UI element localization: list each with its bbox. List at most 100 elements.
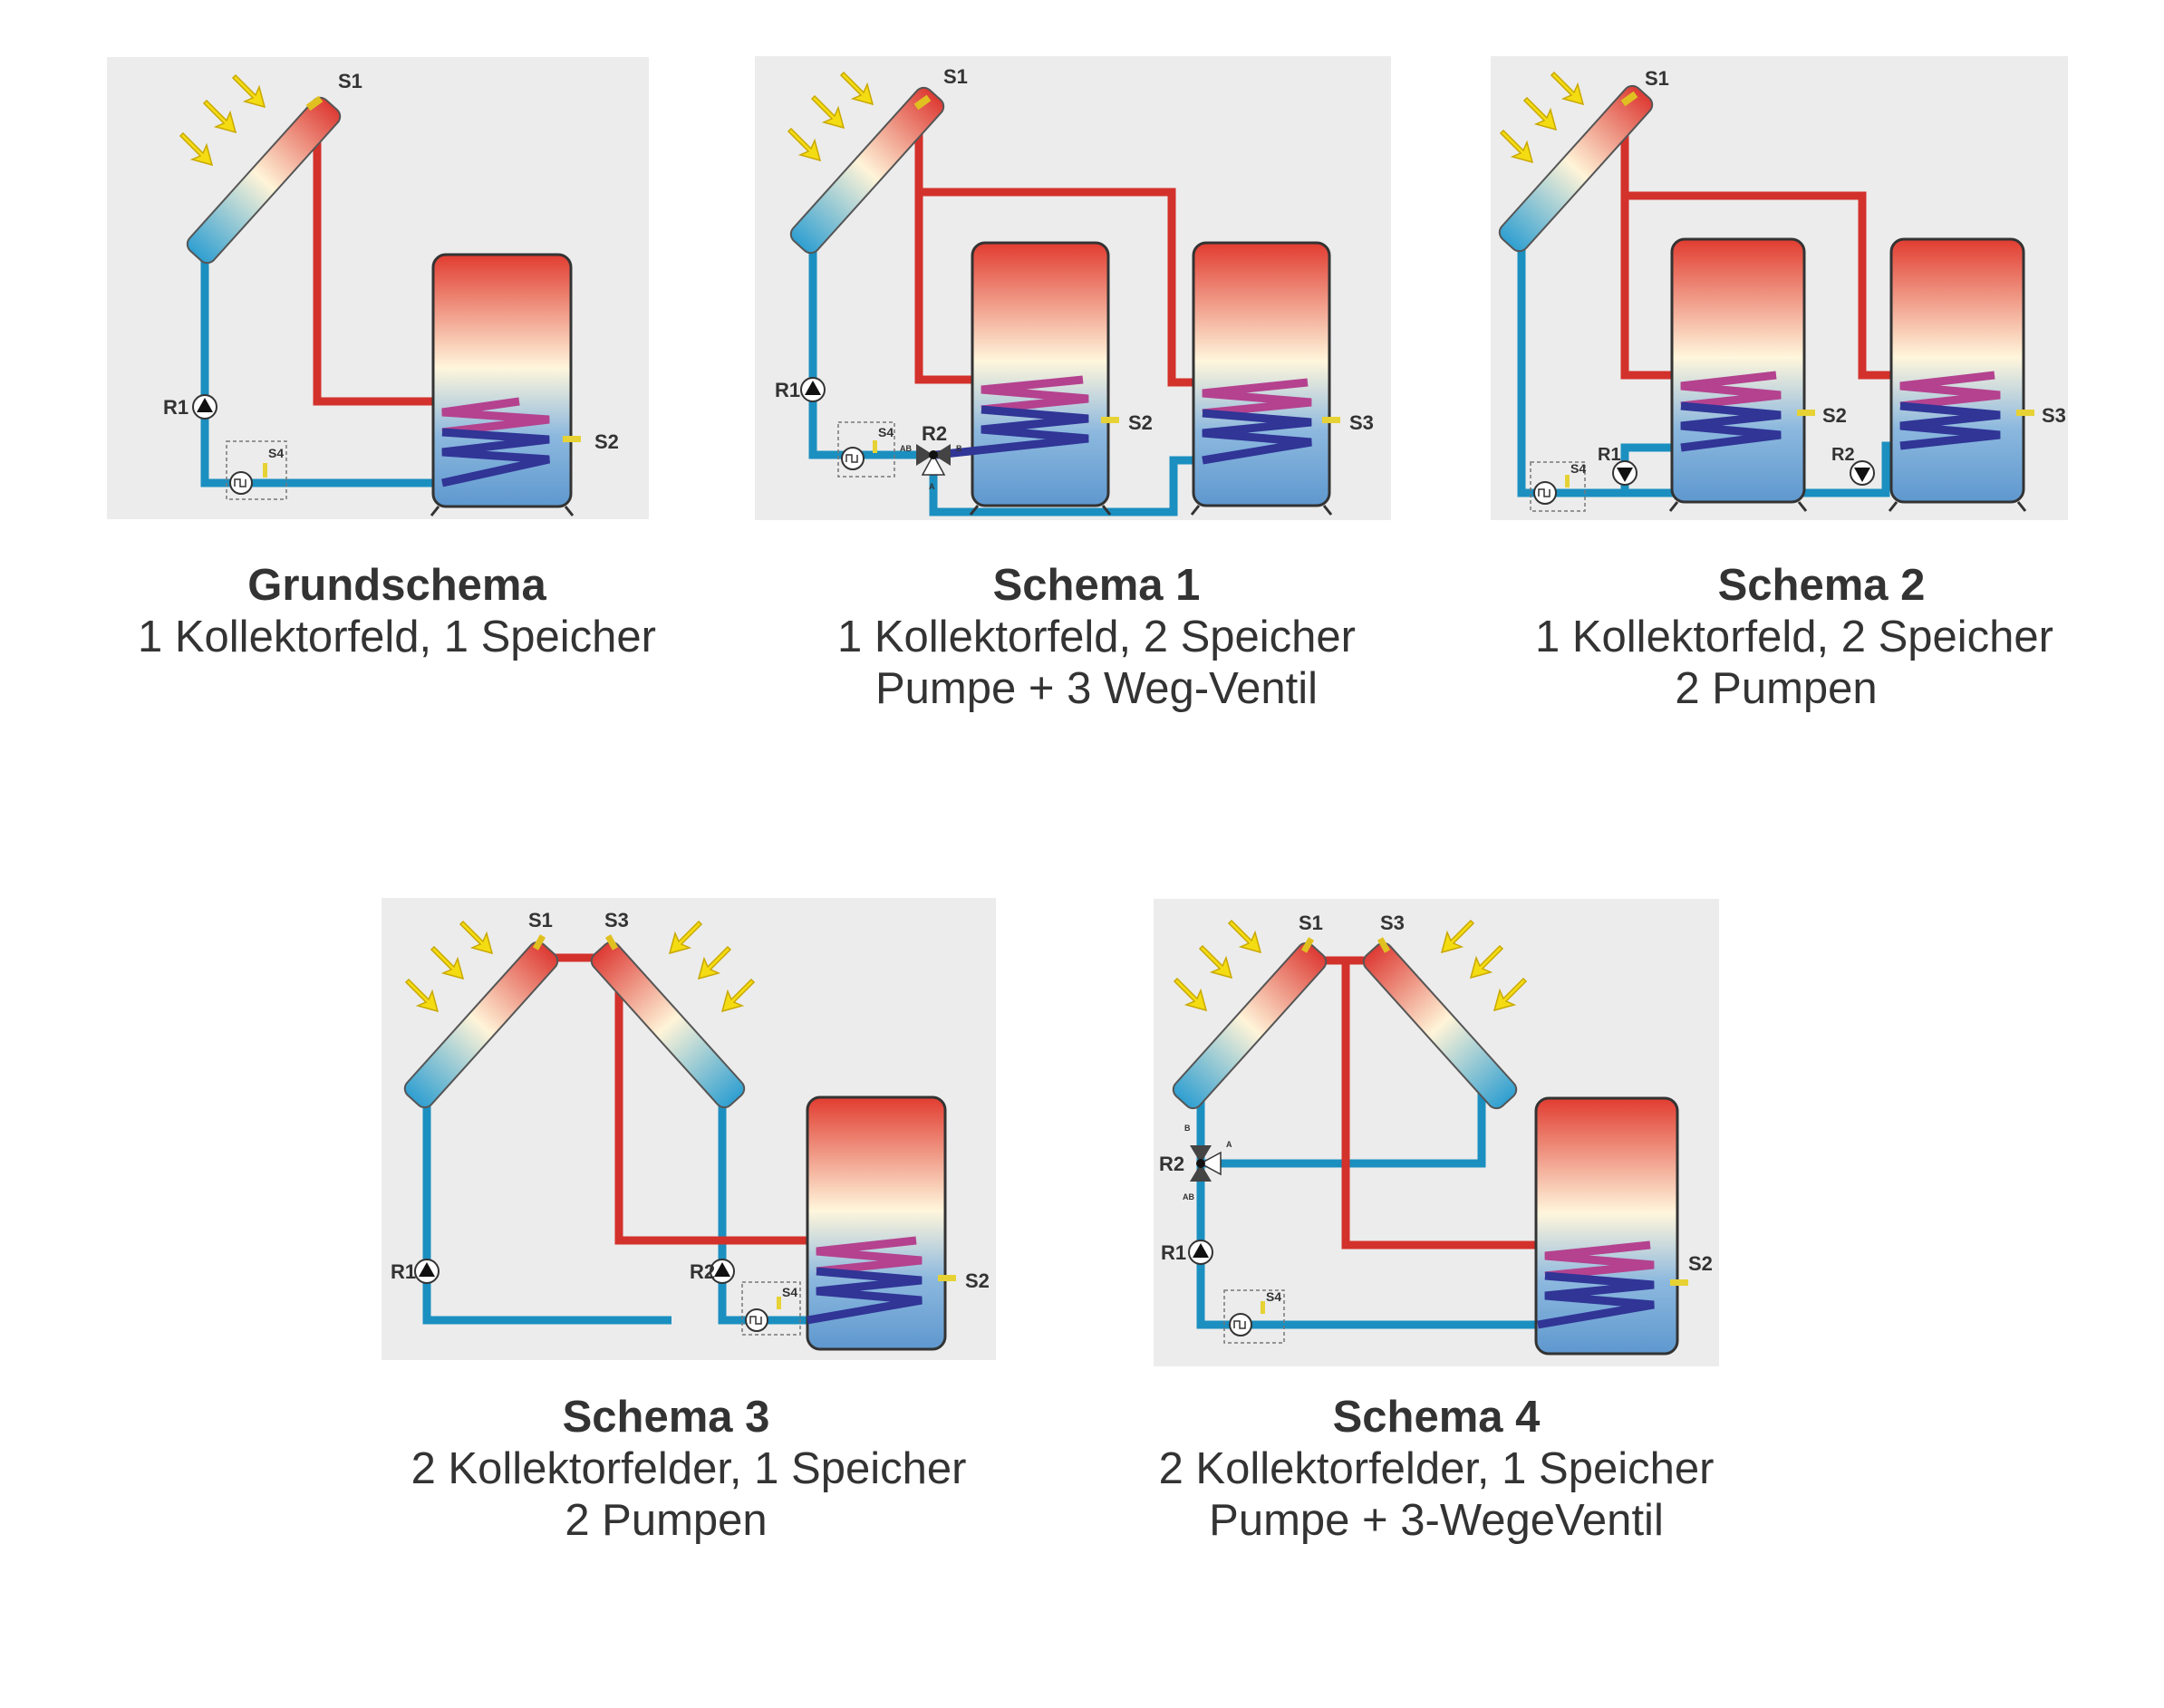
diagram-grundschema: S1 S2 R1 S4 <box>107 57 649 519</box>
caption-schema-1: Schema 1 1 Kollektorfeld, 2 Speicher Pum… <box>770 560 1423 715</box>
diagram-schema-3: S1 S3 S2 R1 R2 S4 <box>382 898 996 1360</box>
label-s3: S3 <box>1380 912 1405 934</box>
hot-pipe <box>537 953 916 1245</box>
sensor-s4-icon <box>1261 1301 1265 1314</box>
sensor-s2-icon <box>1101 417 1119 423</box>
cold-pipe-collector-2 <box>1201 1091 1486 1168</box>
caption-schema-3: Schema 3 2 Kollektorfelder, 1 Speicher 2… <box>362 1392 1015 1547</box>
sun-arrows-right-icon <box>668 920 756 1013</box>
sensor-s1-icon <box>305 95 324 111</box>
pump-r1-icon <box>1612 460 1637 486</box>
label-b: B <box>1184 1124 1191 1133</box>
sensor-s2-icon <box>938 1275 956 1281</box>
storage-tank-1 <box>1668 237 1808 512</box>
sensor-s4-icon <box>777 1297 781 1309</box>
label-s3: S3 <box>2042 404 2066 427</box>
schema-title: Schema 1 <box>992 561 1201 610</box>
cold-pipe <box>808 239 927 459</box>
sensor-s1-icon <box>532 934 546 950</box>
solar-collector-1 <box>1172 941 1328 1110</box>
pump-r1-icon <box>192 394 217 420</box>
sensor-s4-icon <box>873 440 877 453</box>
heat-exchanger-coil-2 <box>1899 371 2001 450</box>
cold-pipe-store-2 <box>929 456 1203 516</box>
label-s4: S4 <box>782 1285 797 1299</box>
controller-icon <box>841 447 865 470</box>
label-a: A <box>1226 1140 1232 1149</box>
label-s4: S4 <box>1266 1289 1281 1304</box>
label-ab: AB <box>900 444 912 453</box>
label-s2: S2 <box>1822 404 1847 427</box>
solar-collector-2 <box>1362 941 1518 1110</box>
pump-r1-icon <box>800 377 826 402</box>
caption-grundschema: Grundschema 1 Kollektorfeld, 1 Speicher <box>98 560 696 663</box>
controller-box <box>1223 1289 1285 1344</box>
sensor-s1-icon <box>913 94 932 111</box>
heat-exchanger-coil <box>1537 1240 1655 1329</box>
solar-collector-2 <box>590 941 746 1109</box>
schema-description-2: Pumpe + 3-WegeVentil <box>1209 1496 1664 1545</box>
sensor-s2-icon <box>563 436 581 442</box>
label-s2: S2 <box>594 430 619 453</box>
heat-exchanger-coil <box>441 397 550 487</box>
sun-arrows-icon <box>787 71 874 162</box>
sensor-s3-icon <box>1377 937 1391 953</box>
label-r2: R2 <box>690 1260 715 1283</box>
schema-description: 1 Kollektorfeld, 2 Speicher <box>1535 613 2053 661</box>
diagram-schema-1: S1 S2 S3 R1 R2 AB A B S4 <box>755 56 1391 520</box>
sensor-s3-icon <box>2016 410 2034 416</box>
controller-box <box>741 1281 801 1336</box>
label-s1: S1 <box>338 70 362 92</box>
cold-pipe <box>200 240 442 487</box>
label-r1: R1 <box>775 379 800 401</box>
schema-title: Schema 4 <box>1332 1393 1541 1442</box>
solar-collector-1 <box>403 941 559 1109</box>
label-s4: S4 <box>878 425 894 439</box>
storage-tank-2 <box>1888 237 2027 512</box>
heat-exchanger-coil-1 <box>935 375 1089 459</box>
label-s2: S2 <box>1128 411 1153 434</box>
caption-schema-2: Schema 2 1 Kollektorfeld, 2 Speicher 2 P… <box>1468 560 2121 715</box>
controller-box <box>226 440 287 500</box>
sensor-s2-icon <box>1797 410 1815 416</box>
label-s2: S2 <box>965 1269 990 1292</box>
sun-arrows-left-icon <box>404 920 494 1013</box>
diagram-schema-4: S1 S3 S2 R2 B A AB R1 S4 <box>1154 899 1719 1366</box>
label-s3: S3 <box>604 909 629 931</box>
label-s2: S2 <box>1688 1252 1713 1275</box>
sensor-s4-icon <box>1565 475 1570 487</box>
label-r2: R2 <box>1831 445 1855 465</box>
sun-arrows-icon <box>179 73 266 167</box>
schema-description-2: Pumpe + 3 Weg-Ventil <box>874 664 1318 713</box>
label-b: B <box>956 444 962 453</box>
heat-exchanger-coil-1 <box>1680 371 1782 452</box>
pump-r1-icon <box>414 1259 440 1284</box>
cold-pipe <box>422 1090 671 1325</box>
label-s1: S1 <box>528 909 553 931</box>
label-ab: AB <box>1183 1192 1194 1201</box>
cold-pipe-2 <box>718 1090 807 1325</box>
schema-description: 2 Kollektorfelder, 1 Speicher <box>411 1444 967 1493</box>
heat-exchanger-coil <box>807 1236 923 1325</box>
label-r1: R1 <box>1598 445 1621 465</box>
sensor-s1-icon <box>1620 91 1638 107</box>
sun-arrows-left-icon <box>1173 919 1262 1012</box>
controller-icon <box>229 471 253 495</box>
schema-description: 1 Kollektorfeld, 1 Speicher <box>138 613 656 661</box>
label-s1: S1 <box>1645 67 1669 90</box>
label-s1: S1 <box>1299 912 1323 934</box>
storage-tank <box>430 253 575 516</box>
sun-arrows-icon <box>1499 71 1585 164</box>
label-s4: S4 <box>268 446 284 460</box>
label-r2: R2 <box>922 422 947 445</box>
label-a: A <box>929 482 935 491</box>
solar-collector <box>789 86 945 255</box>
schema-title: Schema 3 <box>562 1393 770 1442</box>
solar-collector <box>1498 84 1654 253</box>
three-way-valve-r2-icon <box>1190 1145 1222 1182</box>
label-r2: R2 <box>1159 1153 1184 1175</box>
schema-title: Grundschema <box>247 561 546 610</box>
label-r1: R1 <box>1161 1241 1186 1264</box>
controller-box <box>1530 461 1586 512</box>
label-r1: R1 <box>391 1260 416 1283</box>
